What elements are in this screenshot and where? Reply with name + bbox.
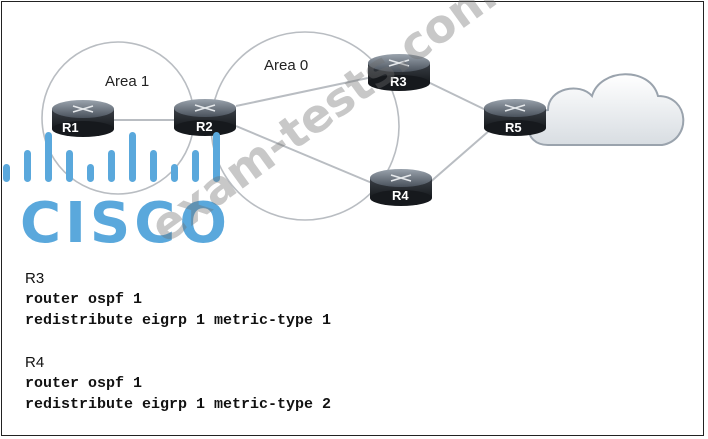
router-r3-icon <box>368 54 430 91</box>
router-r3-label: R3 <box>390 74 407 89</box>
area1-label: Area 1 <box>105 73 150 90</box>
r3-config-line: redistribute eigrp 1 metric-type 1 <box>25 312 332 329</box>
area0-label: Area 0 <box>264 57 309 74</box>
router-r2-icon <box>174 99 236 136</box>
router-r1-icon <box>52 100 114 137</box>
r3-config-line: router ospf 1 <box>25 291 143 308</box>
links <box>112 77 558 185</box>
link-r4-r5 <box>427 129 491 185</box>
router-r1-label: R1 <box>62 120 79 135</box>
link-r2-r3 <box>235 77 369 107</box>
cisco-logo-text: CISCO <box>20 191 231 256</box>
r4-config-line: router ospf 1 <box>25 375 143 392</box>
r3-config-heading: R3 <box>25 270 45 287</box>
router-r2-label: R2 <box>196 119 213 134</box>
router-r5-icon <box>484 99 546 136</box>
router-r4-icon <box>370 169 432 206</box>
cloud-icon <box>527 73 685 146</box>
link-r3-r5 <box>427 81 491 113</box>
cisco-logo-bars <box>3 132 220 182</box>
r4-config-line: redistribute eigrp 1 metric-type 2 <box>25 396 332 413</box>
r4-config-block: R4 router ospf 1 redistribute eigrp 1 me… <box>25 352 331 415</box>
link-r2-r4 <box>235 125 373 184</box>
router-r4-label: R4 <box>392 188 409 203</box>
r3-config-block: R3 router ospf 1 redistribute eigrp 1 me… <box>25 268 331 331</box>
r4-config-heading: R4 <box>25 354 45 371</box>
router-r5-label: R5 <box>505 120 522 135</box>
